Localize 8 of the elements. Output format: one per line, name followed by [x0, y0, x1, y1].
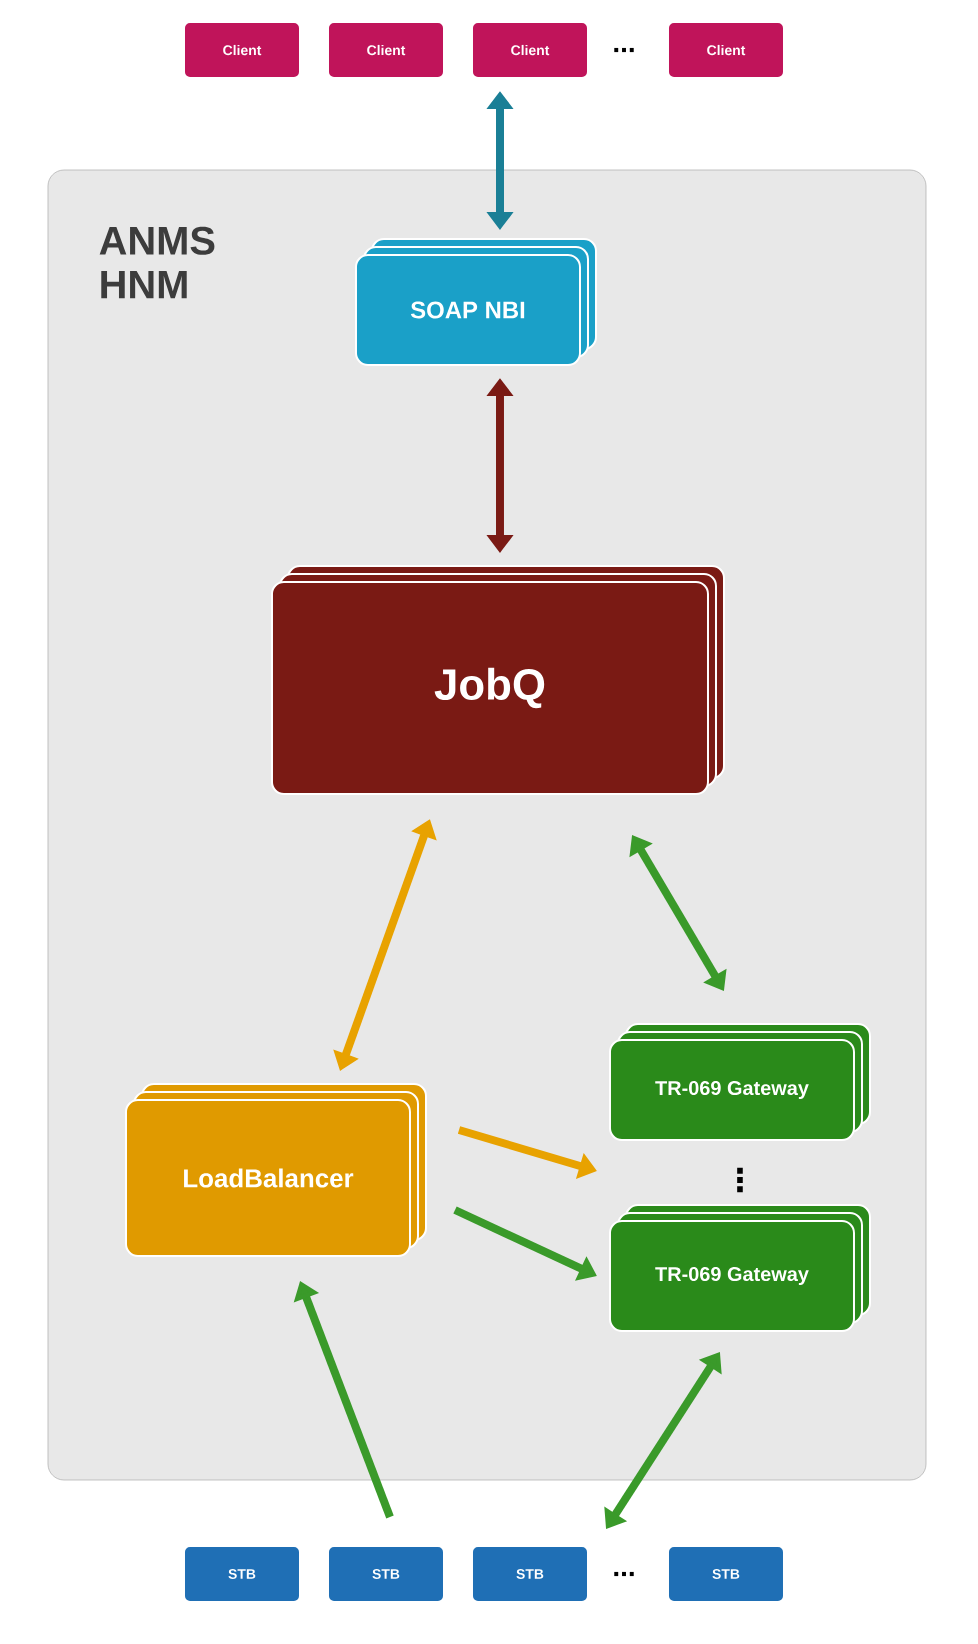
stacked-box: LoadBalancer [125, 1083, 427, 1257]
stacked-box: TR-069 Gateway [609, 1204, 871, 1332]
stacked-box: JobQ [271, 565, 725, 795]
ellipsis: ⋮ [737, 1167, 743, 1193]
ellipsis: ... [614, 1571, 634, 1577]
ellipsis: ... [614, 47, 634, 53]
stacked-box: TR-069 Gateway [609, 1023, 871, 1141]
stacked-box: SOAP NBI [355, 238, 597, 366]
